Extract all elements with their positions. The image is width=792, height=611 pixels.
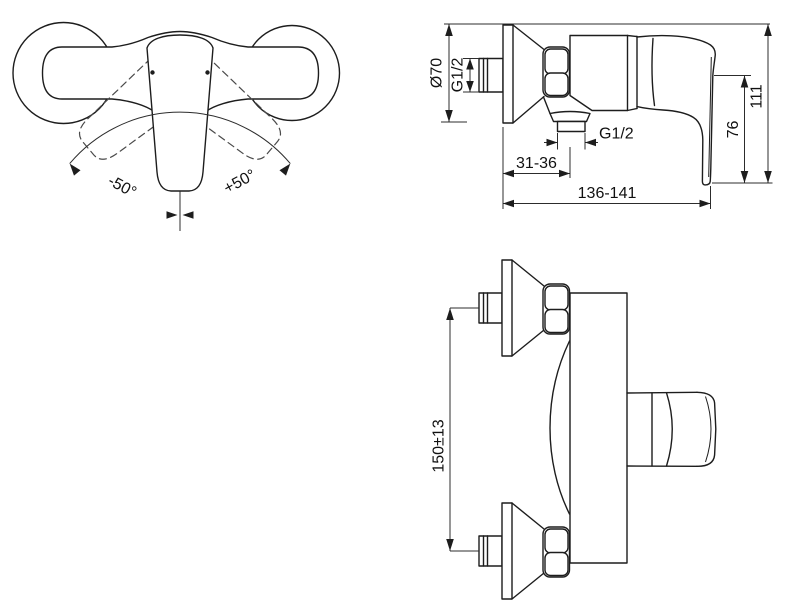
arrowhead-up — [740, 75, 749, 88]
arrowhead-down — [740, 171, 749, 183]
dim-label-111: 111 — [749, 84, 766, 108]
arrowhead-up — [446, 308, 454, 320]
ring-top-edge — [626, 34, 638, 38]
lever-dashed-left-position — [78, 57, 189, 160]
lever-handle-side — [636, 34, 716, 186]
escutcheon-cone-edge — [511, 572, 545, 600]
thread-body — [478, 57, 504, 93]
nut-facet-upper — [544, 528, 569, 554]
arrowhead-left — [503, 169, 514, 178]
dim-label-31-36: 31-36 — [516, 155, 557, 172]
dim-label-swing-left: -50° — [105, 173, 139, 202]
nut-facet-upper — [544, 48, 569, 75]
nut-facet-lower — [544, 72, 569, 97]
dim-label-swing-right: +50° — [221, 167, 259, 198]
handle-end-cap — [696, 391, 717, 468]
nut-facet-upper — [544, 285, 569, 311]
dim-label-150: 150±13 — [431, 419, 448, 472]
lever-blade-inner-line — [708, 56, 712, 178]
arrowhead-left — [585, 138, 596, 147]
dim-label-136-141: 136-141 — [578, 185, 637, 202]
hex-nut-side — [542, 46, 571, 98]
cartridge-cover-edge — [651, 37, 656, 107]
arrowhead-down — [466, 81, 474, 92]
escutcheon-cone-top — [512, 24, 545, 51]
outlet-nipple — [556, 120, 586, 133]
ring-bottom-edge — [626, 107, 638, 112]
arrowhead-right — [699, 199, 711, 208]
shower-outlet — [542, 96, 591, 133]
escutcheon-cone-edge — [511, 329, 545, 357]
nut-facet-lower — [544, 551, 569, 577]
nut-facet-lower — [544, 308, 569, 334]
dimension-inlet-thread: G1/2 — [450, 58, 479, 93]
valve-body-plan — [569, 292, 628, 564]
arc-arrowhead-right — [279, 163, 291, 176]
body-waist-curve — [549, 340, 571, 515]
arc-arrowhead-left — [69, 163, 81, 176]
escutcheon-side — [502, 24, 545, 124]
arrowhead-up — [445, 24, 453, 36]
side-view: Ø70 G1/2 G1/2 31-36 — [429, 23, 773, 209]
center-arrowhead-left — [166, 211, 178, 219]
thread-body — [478, 292, 503, 324]
swing-arc — [69, 111, 291, 164]
arrowhead-up — [764, 24, 772, 36]
escutcheon-cone-edge — [511, 259, 545, 287]
arrowhead-right — [546, 138, 558, 147]
outlet-neck-line — [542, 96, 551, 115]
thread-body — [478, 535, 503, 567]
dimension-wall-to-lever: 136-141 — [503, 185, 711, 209]
center-arrowhead-right — [182, 211, 194, 219]
lever-handle-front — [146, 34, 214, 192]
arrowhead-down — [445, 110, 453, 122]
lever-handle-plan — [626, 391, 717, 468]
dimension-outlet-thread: G1/2 — [544, 126, 634, 150]
dimension-escutcheon-diameter: Ø70 — [429, 24, 467, 123]
handle-pin-dot-right — [205, 70, 210, 75]
dimension-overall-height: 111 — [749, 24, 772, 183]
lever-dashed-right-position — [171, 57, 282, 160]
dimension-wall-to-outlet: 31-36 — [503, 155, 570, 178]
arrowhead-left — [503, 199, 514, 208]
escutcheon-cone-edge — [511, 502, 545, 530]
arrowhead-down — [764, 171, 772, 183]
arrowhead-down — [446, 539, 454, 551]
arrowhead-right — [559, 169, 570, 178]
handle-top-edge — [626, 391, 698, 394]
wall-thread-stub — [478, 57, 504, 93]
dim-label-inlet-thread: G1/2 — [450, 58, 467, 93]
dim-label-outlet-thread: G1/2 — [599, 126, 634, 143]
handle-end-inner-arc — [705, 396, 712, 463]
escutcheon-cone-bottom — [512, 95, 545, 124]
plan-view: 150±13 — [431, 259, 717, 600]
dimension-inlet-centres: 150±13 — [431, 307, 479, 552]
escutcheon-base-plate — [502, 24, 514, 124]
dim-label-76: 76 — [725, 121, 742, 139]
dimension-axis-to-lever: 76 — [714, 75, 751, 183]
top-inlet-assembly — [478, 259, 571, 357]
front-view: -50° +50° — [12, 21, 341, 231]
escutcheon-base-plate — [501, 259, 513, 357]
handle-barrel-arc — [665, 392, 673, 467]
escutcheon-base-plate — [501, 502, 513, 600]
handle-pin-dot-left — [150, 70, 155, 75]
bottom-inlet-assembly — [478, 502, 571, 600]
outlet-flange — [549, 110, 591, 123]
arrowhead-up — [466, 58, 474, 70]
dim-label-diameter-70: Ø70 — [429, 58, 446, 88]
valve-body-side — [569, 34, 629, 112]
